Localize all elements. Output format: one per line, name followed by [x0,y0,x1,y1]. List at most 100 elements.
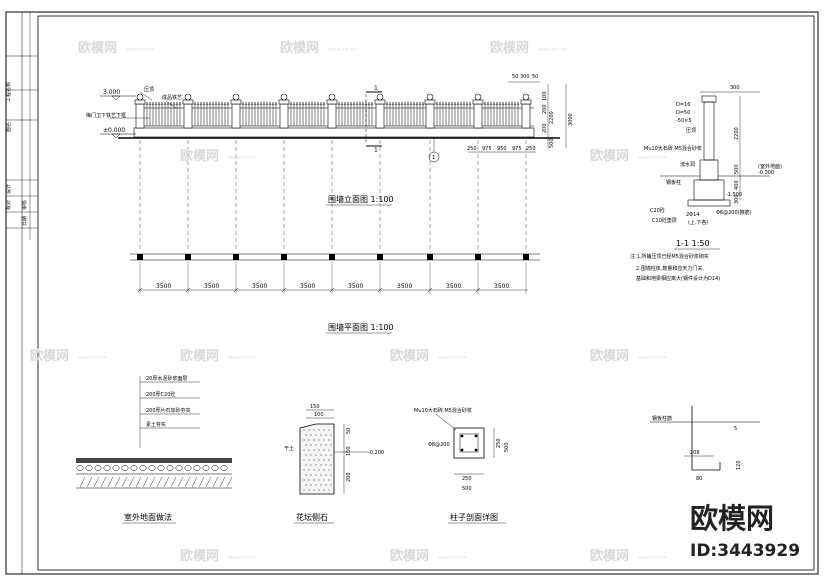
rail-spike [265,101,269,106]
rail-spike [289,101,293,106]
sec-level-footing: -1.500 [726,192,742,198]
soil-hatch-line [93,476,100,488]
rail-spike [456,101,460,106]
rail-spike [465,101,469,106]
plan-title: 围墙平面图 1:100 [328,322,394,332]
rail-spike [349,101,353,106]
dim-tick [233,287,239,293]
watermark-site: www.om.cn [126,47,155,53]
elevation-title: 围墙立面图 1:100 [328,194,394,204]
gravel-stone [184,465,192,471]
curb-dot [315,474,317,476]
rail-spike [175,101,179,106]
curb-dot [305,484,307,486]
rail-spike [355,101,359,106]
brand-id: ID:3443929 [690,541,800,561]
rail-spike [199,101,203,106]
pillar-ball [232,93,240,101]
gravel-stone [103,465,111,471]
curb-dot [325,464,327,466]
rail-spike [172,101,176,106]
rail-spike [268,101,272,106]
pillar-shaft [521,103,531,129]
rail-spike [450,101,454,106]
anchor-detail: 钢板柱筋 208 80 120 5 [650,406,760,482]
rail-spike [148,101,152,106]
pillar-ball [184,93,192,101]
rail-spike [208,101,212,106]
sec-note-plate: -50×5 [676,118,692,124]
curb-side-label: 干土 [284,445,294,452]
gravel-stone [166,465,174,471]
dim-r-4: 200 [542,123,548,133]
inner-frame [37,15,815,571]
level-top: 3.000 [103,89,120,96]
rail-spike [412,101,416,106]
curb-title: 花坛侧石 [296,512,328,522]
rail-spike [343,101,347,106]
curb-dot [305,434,307,436]
sec-note-d50: D=50 [676,110,690,116]
rail-spike [462,101,466,106]
pillar-dim-r1: 250 [496,438,502,448]
curb-dot [308,469,310,471]
curb-dot [308,459,310,461]
rail-spike [397,101,401,106]
pillar-rebar: Φ8@200 [428,442,450,448]
rail-spike [498,101,502,106]
pillar-shaft [375,103,385,129]
sec-pipe: 钢板柱 [666,179,681,186]
dim-t-1: 50 [512,74,518,80]
pillar-section: Mu10大石砖.M5混合砂浆 Φ8@200 250 500 250 500 柱子… [414,407,510,524]
curb-dot [310,484,312,486]
watermark-site: www.om.cn [638,555,667,561]
curb-dot [305,444,307,446]
pillar-ball [280,93,288,101]
sec-cap: 压顶 [686,128,696,134]
soil-hatch-line [121,476,128,488]
rail-spike [157,101,161,106]
pillar-shaft [279,103,289,129]
rail-spike [346,101,350,106]
pillar-cap [520,99,532,105]
pillar-cap [230,99,242,105]
rail-spike [298,101,302,106]
rail-spike [507,101,511,106]
rail-spike [226,101,230,106]
soil-hatch-line [170,476,177,488]
rail-spike [501,101,505,106]
curb-dim-s3: 200 [346,472,352,482]
rail-spike [244,101,248,106]
curb-dot [313,429,315,431]
watermark-site: www.om.cn [328,47,357,53]
curb-dot [303,429,305,431]
rail-spike [214,101,218,106]
gravel-stone [76,465,84,471]
watermark-site: www.om.cn [228,155,257,161]
sec-concrete: C20砼 [650,207,665,214]
pillar-shaft [135,103,145,129]
plan-post [137,254,143,260]
rail-spike [292,101,296,106]
rail-spike [337,101,341,106]
pillar-cap [134,99,146,105]
curb-dot [318,429,320,431]
plan-spacing-dim: 3500 [494,283,509,290]
plan-post [329,254,335,260]
pillar-mortar: Mu10大石砖.M5混合砂浆 [414,407,472,414]
sec-rebar: 2Φ14 [686,212,699,218]
rail-spike [361,101,365,106]
curb-dim-s2: 150 [346,446,352,456]
rail-spike [220,101,224,106]
ground-detail: 20厚水泥砂浆面层 200厚C20砼 200厚片石加砂夯实 素土夯实 室外地面做… [76,375,233,524]
pillar-ball [376,93,384,101]
plan-post [523,254,529,260]
gravel-stone [175,465,183,471]
curb-dot [303,469,305,471]
curb-dot [330,484,332,486]
rail-spike [217,101,221,106]
rail-spike [495,101,499,106]
ground-layer-3: 200厚片石加砂夯实 [146,407,191,414]
